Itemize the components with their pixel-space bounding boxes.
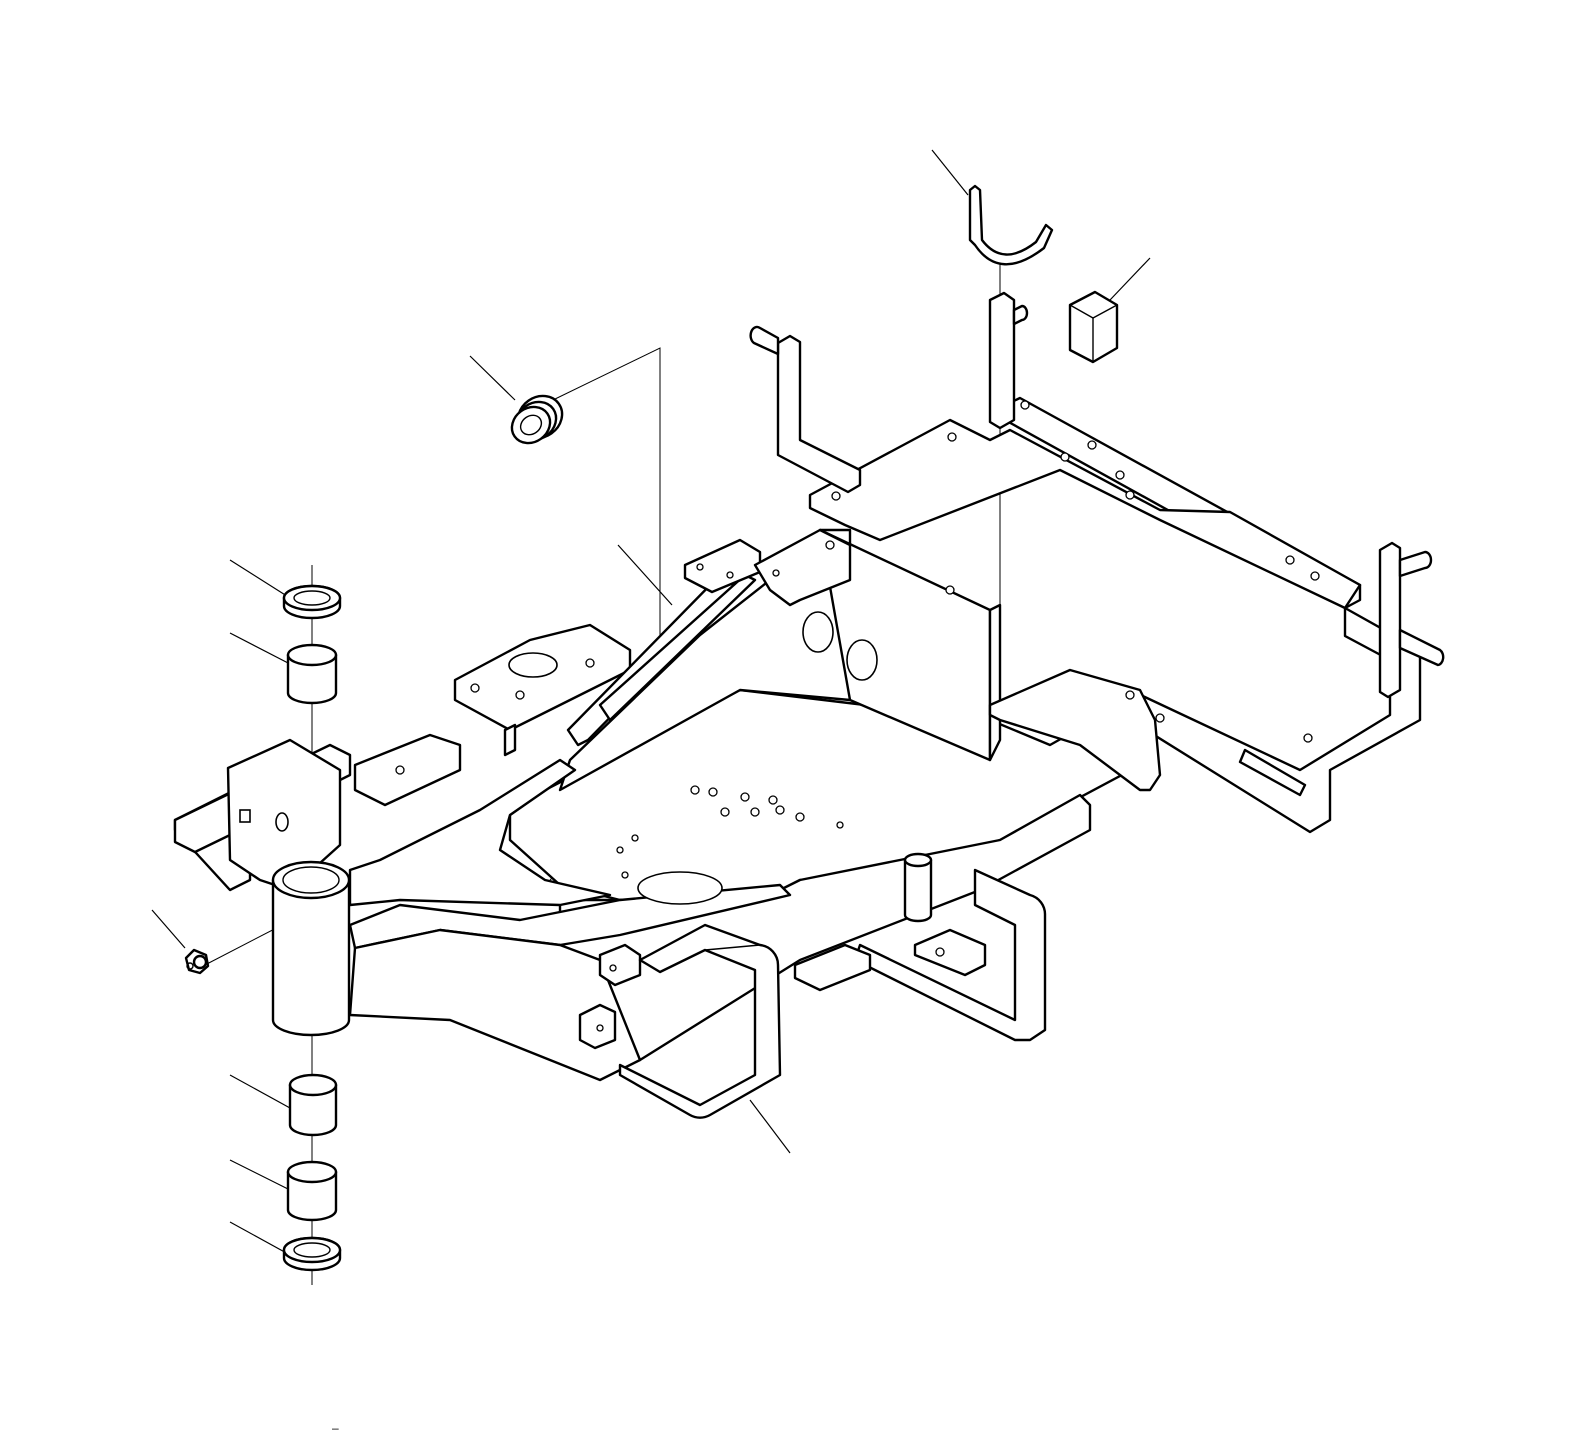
leader-side-bar <box>617 544 673 606</box>
upper-thrust-washer <box>282 584 342 620</box>
rear-step <box>618 923 782 1119</box>
corner-mark: – <box>332 1421 339 1435</box>
leader-lower-washer <box>229 1221 291 1256</box>
rear-upper-plate <box>808 418 1362 610</box>
tub-hole-1 <box>802 611 834 653</box>
leader-lower-bushing-a <box>229 1074 291 1109</box>
left-mid-plate <box>353 733 462 807</box>
left-top-bracket-web <box>503 723 517 757</box>
leader-rubber-block <box>1109 257 1151 301</box>
upper-bushing <box>286 643 338 705</box>
center-pin-top <box>903 852 933 868</box>
lower-bushing-b <box>286 1160 338 1222</box>
rubber-stop-block <box>1068 290 1119 364</box>
lower-thrust-washer <box>282 1236 342 1272</box>
leader-grease-nipple <box>151 909 186 949</box>
front-right-bracket <box>913 928 987 977</box>
main-frame <box>173 291 1445 1082</box>
grommet <box>510 394 564 445</box>
right-rail-slot <box>1238 748 1307 797</box>
left-arm-side <box>348 928 642 1082</box>
rear-angle-plate <box>753 528 852 607</box>
center-rear-pin <box>1012 304 1029 326</box>
floor-holes <box>616 785 844 879</box>
left-flat-bar-2 <box>598 573 757 722</box>
lower-bushing-a <box>288 1073 338 1137</box>
center-pin <box>903 858 933 923</box>
leader-rear-step <box>749 1099 791 1154</box>
left-rear-pin <box>749 325 780 356</box>
right-pin-upper <box>1398 550 1433 578</box>
grease-nipple <box>184 948 210 975</box>
left-top-bracket-hole <box>508 652 558 678</box>
leader-wire-clip <box>931 149 969 196</box>
right-support-plate <box>988 668 1162 792</box>
front-tab-a <box>598 943 642 987</box>
left-gusset-square <box>239 809 251 823</box>
left-top-bracket <box>453 623 632 732</box>
tub-right-wall <box>988 603 1002 762</box>
leader-lower-bushing-b <box>229 1159 291 1191</box>
pivot-cylinder-bore <box>282 866 340 894</box>
left-gusset-hole <box>275 812 289 832</box>
leader-lines <box>151 149 1151 1256</box>
left-upper-swoop <box>348 758 612 907</box>
center-rear-post <box>988 291 1016 430</box>
right-pin-lower <box>1398 628 1445 667</box>
tub-hole-2 <box>846 639 878 681</box>
right-post <box>1378 541 1402 699</box>
leader-grommet <box>469 355 516 401</box>
floor-large-hole <box>637 871 723 905</box>
pivot-cylinder <box>271 878 351 1037</box>
front-step-plate <box>793 943 872 992</box>
leader-upper-washer <box>229 559 291 599</box>
wire-clip <box>968 184 1054 266</box>
plate-holes <box>395 400 1320 1032</box>
leader-upper-bushing <box>229 632 291 665</box>
right-rail <box>1128 606 1422 834</box>
left-rear-post <box>776 334 862 494</box>
front-right-u-frame <box>853 868 1047 1042</box>
